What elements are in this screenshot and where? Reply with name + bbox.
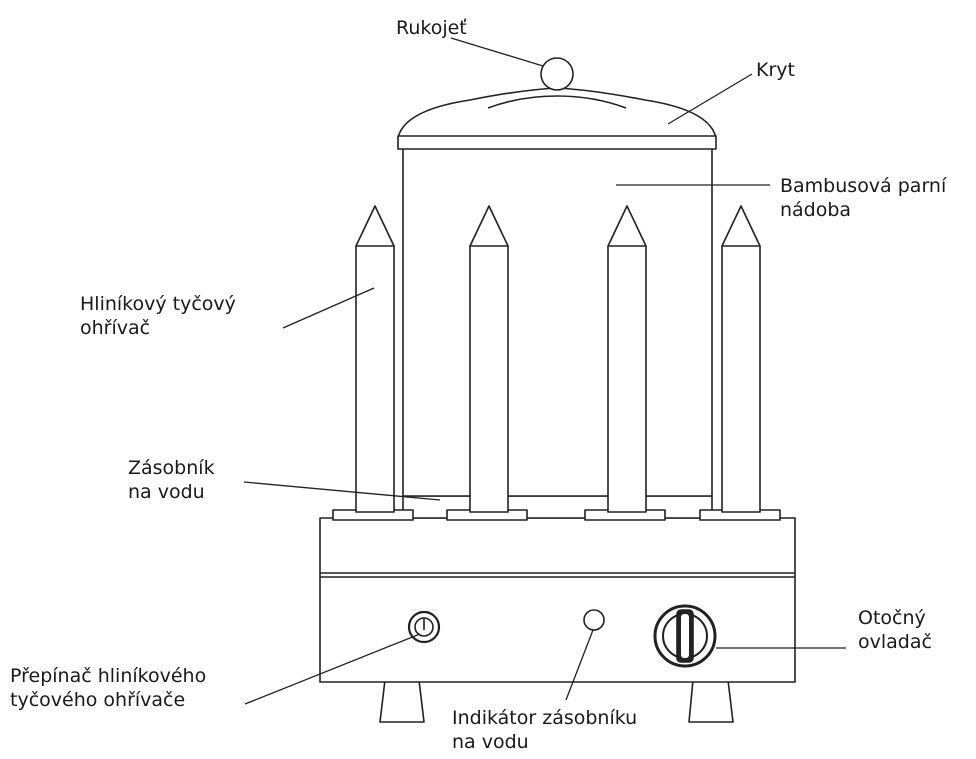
rod-heater (721, 205, 761, 513)
label-handle: Rukojeť (396, 17, 467, 39)
label-heater-line1: Hliníkový tyčový (80, 293, 236, 315)
rod-heater (607, 205, 647, 513)
right-foot (688, 679, 734, 723)
label-indicator-line1: Indikátor zásobníku (452, 707, 638, 729)
leader-reservoir (243, 481, 441, 501)
label-knob: Otočný ovladač (858, 606, 932, 654)
bamboo-steamer (402, 147, 713, 497)
label-indicator-line2: na vodu (452, 731, 529, 753)
label-knob-line1: Otočný (858, 607, 926, 629)
label-switch-line1: Přepínač hliníkového (10, 665, 207, 687)
left-foot (379, 679, 425, 723)
rod-heater (469, 205, 509, 513)
label-reservoir: Zásobník na vodu (128, 456, 215, 504)
label-steamer: Bambusová parní nádoba (780, 174, 946, 222)
leader-lid (667, 73, 753, 125)
label-heater: Hliníkový tyčový ohřívač (80, 292, 236, 340)
label-reservoir-line2: na vodu (128, 481, 205, 503)
label-reservoir-line1: Zásobník (128, 457, 215, 479)
reservoir-indicator (583, 609, 605, 631)
label-indicator: Indikátor zásobníku na vodu (452, 706, 637, 754)
label-steamer-line1: Bambusová parní (780, 175, 947, 197)
leader-handle (450, 37, 544, 67)
leader-switch (244, 633, 421, 705)
label-steamer-line2: nádoba (780, 199, 852, 221)
leader-heater (282, 287, 375, 329)
lid-handle (540, 57, 574, 91)
label-switch: Přepínač hliníkového tyčového ohřívače (10, 664, 206, 712)
label-lid: Kryt (756, 59, 795, 81)
leader-indicator (565, 629, 594, 701)
base-body (319, 517, 796, 683)
rod-heater (355, 205, 395, 513)
label-heater-line2: ohřívač (80, 317, 151, 339)
label-switch-line2: tyčového ohřívače (10, 689, 186, 711)
label-knob-line2: ovladač (858, 631, 932, 653)
